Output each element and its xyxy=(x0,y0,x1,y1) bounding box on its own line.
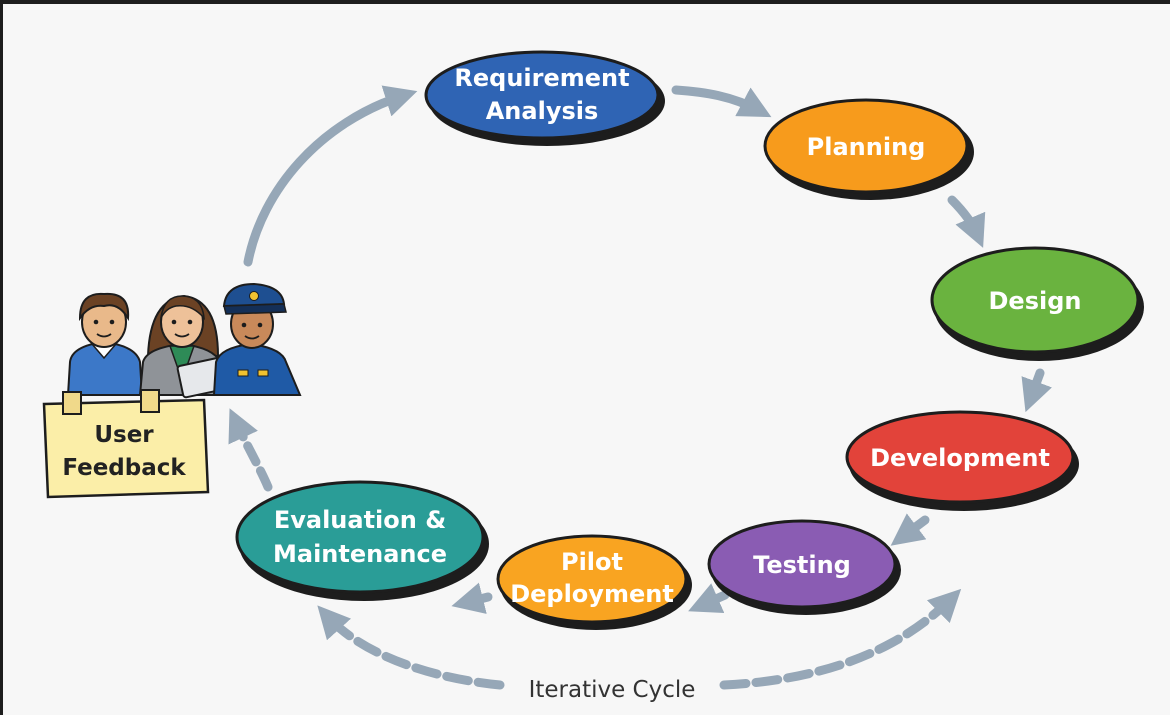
stage-planning: Planning xyxy=(763,98,974,200)
stage-evaluation-maintenance: Evaluation & Maintenance xyxy=(235,480,489,601)
user-person-icon xyxy=(212,282,302,396)
arrow-pilot-to-evaluation xyxy=(451,582,493,615)
stage-label-requirement-line1: Requirement xyxy=(454,64,629,92)
arrow-design-to-development xyxy=(1021,368,1052,413)
tape-icon xyxy=(62,391,82,415)
stage-pilot-deployment: Pilot Deployment xyxy=(496,534,692,630)
stage-label-pilot-line1: Pilot xyxy=(561,548,623,576)
stage-label-requirement-line2: Analysis xyxy=(486,97,599,125)
stage-label-development: Development xyxy=(870,444,1050,472)
arrow-feedback-to-requirement xyxy=(243,85,418,267)
user-person-icon xyxy=(66,292,144,396)
feedback-label-line1: User xyxy=(94,422,154,448)
stage-testing: Testing xyxy=(707,519,901,615)
stage-label-evaluation-line1: Evaluation & xyxy=(274,506,446,534)
stage-label-testing: Testing xyxy=(753,551,851,579)
arrow-cycle-left xyxy=(317,605,505,690)
user-group-icon xyxy=(66,282,302,399)
stage-label-planning: Planning xyxy=(807,133,926,161)
stage-label-design: Design xyxy=(989,287,1082,315)
feedback-label-line2: Feedback xyxy=(62,455,186,481)
user-feedback-note: User Feedback xyxy=(42,389,210,499)
tape-icon xyxy=(140,389,160,413)
arrow-cycle-right xyxy=(719,588,962,690)
user-person-icon xyxy=(138,294,226,399)
arrow-development-to-testing xyxy=(890,513,930,546)
stage-development: Development xyxy=(845,410,1079,511)
arrow-evaluation-to-feedback xyxy=(228,408,273,492)
arrow-testing-to-pilot xyxy=(688,583,730,613)
stage-design: Design xyxy=(930,246,1144,361)
iterative-cycle-caption: Iterative Cycle xyxy=(529,677,696,703)
stage-requirement-analysis: Requirement Analysis xyxy=(424,50,665,146)
stage-label-pilot-line2: Deployment xyxy=(510,580,674,608)
arrow-planning-to-design xyxy=(947,195,986,248)
flow-arrows xyxy=(228,85,1052,690)
stage-label-evaluation-line2: Maintenance xyxy=(273,540,447,568)
arrow-requirement-to-planning xyxy=(671,85,772,118)
